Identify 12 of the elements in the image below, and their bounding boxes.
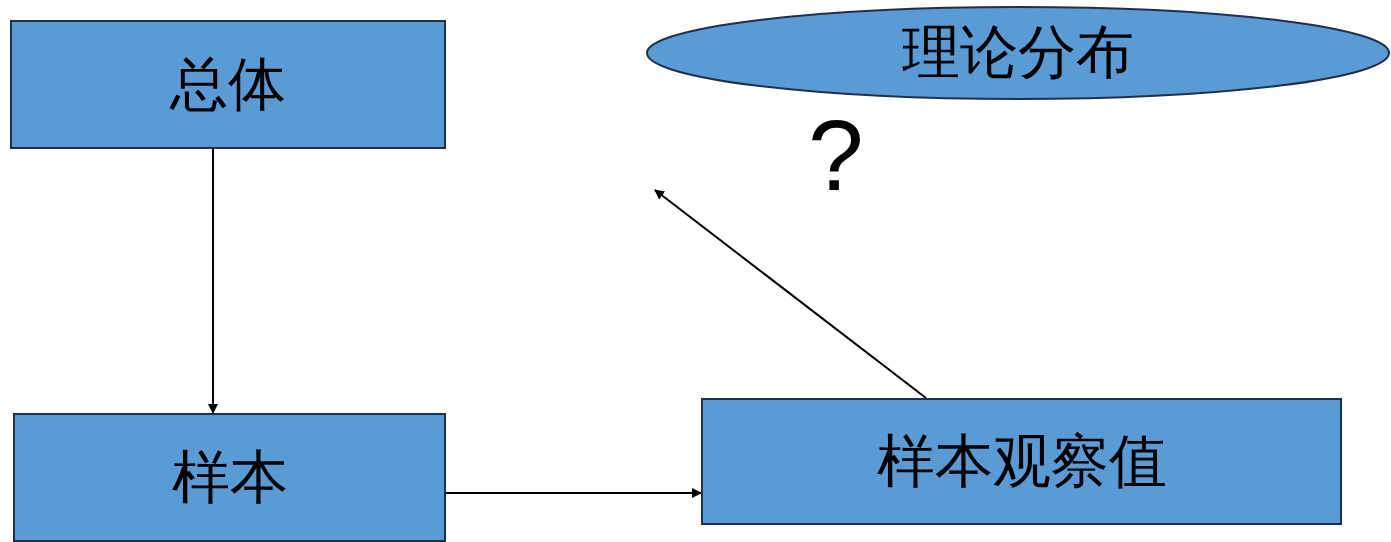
node-label: 样本观察值 <box>876 425 1167 497</box>
process-box <box>701 398 1342 525</box>
node-label: 总体 <box>170 48 286 120</box>
process-box <box>10 20 446 149</box>
ellipse-node <box>645 5 1391 101</box>
arrow <box>208 148 218 414</box>
arrow <box>654 189 927 399</box>
process-box <box>13 413 446 542</box>
question-mark: ? <box>808 105 864 205</box>
node-label: 样本 <box>171 441 288 513</box>
arrow <box>445 488 702 498</box>
node-label: 理论分布 <box>902 17 1134 88</box>
